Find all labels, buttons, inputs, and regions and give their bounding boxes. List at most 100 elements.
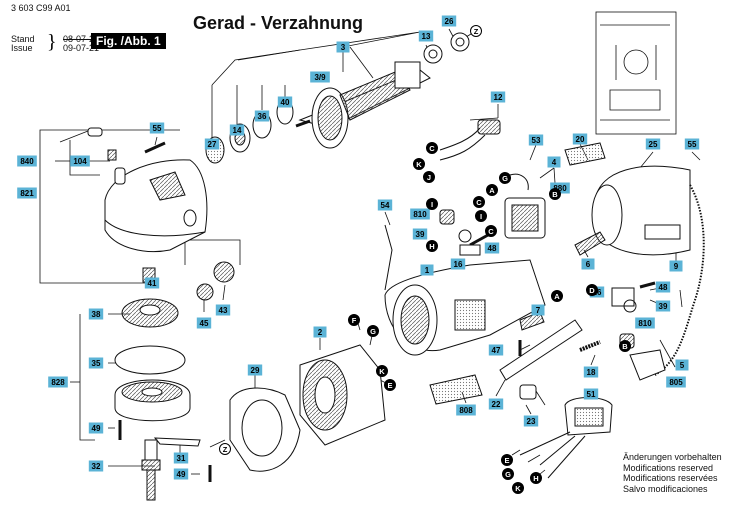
svg-text:14: 14 [233,126,242,135]
spindle-lock [87,127,103,137]
svg-text:Z: Z [223,445,228,454]
svg-text:39: 39 [659,302,668,311]
part-number-label: 41 [144,277,160,289]
plate-808 [429,374,483,405]
part-number-label: 22 [488,398,504,410]
spindle-key [153,437,201,447]
svg-text:6: 6 [586,260,591,269]
svg-text:54: 54 [381,201,390,210]
brush-39-right [623,299,637,313]
svg-text:1: 1 [425,266,430,275]
svg-text:G: G [505,470,511,479]
svg-text:47: 47 [492,346,501,355]
svg-text:G: G [502,174,508,183]
part-number-label: 36 [254,110,270,122]
bearing-flange [114,379,191,422]
part-number-label: 5 [675,359,689,371]
connection-letter: C [473,196,485,208]
part-number-label: 1 [420,264,434,276]
part-number-label: 821 [17,187,37,199]
wire-54 [384,224,393,291]
svg-text:49: 49 [177,470,186,479]
svg-text:27: 27 [208,140,217,149]
part-number-label: 3/9 [310,71,330,83]
connection-letter: I [426,198,438,210]
gear-43 [213,261,235,283]
part-number-label: 805 [666,376,686,388]
bevel-gear [121,298,179,328]
pinion-45 [196,283,214,301]
screw-48-right [639,281,656,289]
svg-text:828: 828 [51,378,65,387]
ball-bearing-b [450,32,470,52]
svg-text:E: E [387,381,392,390]
svg-text:31: 31 [177,454,186,463]
svg-text:4: 4 [552,158,557,167]
part-number-label: 38 [88,308,104,320]
connection-letter: C [485,225,497,237]
svg-text:810: 810 [413,210,427,219]
connection-letter: Z [470,25,482,37]
svg-text:39: 39 [416,230,425,239]
part-number-label: 48 [655,281,671,293]
electronics-module [519,397,613,479]
part-number-label: 828 [48,376,68,388]
svg-text:35: 35 [92,359,101,368]
brush-wire-a [439,127,481,151]
carbon-brush-set [477,119,501,135]
part-number-label: 51 [583,388,599,400]
svg-text:A: A [554,292,560,301]
part-number-label: 808 [456,404,476,416]
issue-date: 09-07-21 [63,43,100,53]
part-number-label: 810 [410,208,430,220]
screw-55 [144,141,166,154]
note-line: Modifications reserved [623,462,714,473]
part-number-label: 880 [550,182,570,194]
notes-block: Änderungen vorbehalten Modifications res… [623,452,722,494]
stand-label: Stand [11,34,35,44]
part-number-label: 3 [336,41,350,53]
part-number-label: 47 [488,344,504,356]
svg-text:36: 36 [258,112,267,121]
svg-text:808: 808 [459,406,473,415]
connection-letter: D [586,284,598,296]
part-number-label: 14 [229,124,245,136]
svg-text:840: 840 [20,157,34,166]
svg-text:2: 2 [318,328,323,337]
part-number-label: 9 [669,260,683,272]
lock-pin [114,167,126,185]
svg-text:I: I [480,212,482,221]
label-20 [564,142,606,166]
part-number-label: 32 [88,460,104,472]
gear-head-housing [104,159,208,253]
motor-housing [384,259,546,356]
part-number-label: 840 [17,155,37,167]
cable-sleeve [574,231,606,256]
connection-letter: E [384,379,396,391]
document-id: 3 603 C99 A01 [11,3,71,13]
svg-text:B: B [622,342,628,351]
note-line: Modifications reservées [623,473,718,484]
part-number-label: 48 [484,242,500,254]
part-number-label: 810 [635,317,655,329]
connection-letter: G [502,468,514,480]
part-number-label: 16 [450,258,466,270]
part-number-label: 54 [377,199,393,211]
svg-text:12: 12 [494,93,503,102]
diagram-title: Gerad - Verzahnung [193,13,364,33]
power-cord [654,184,705,376]
capacitor-810 [439,209,455,225]
svg-text:48: 48 [488,244,497,253]
spring-18 [579,340,601,352]
connection-letter: C [426,142,438,154]
svg-text:5: 5 [680,361,685,370]
part-number-label: 49 [173,468,189,480]
svg-text:J: J [427,173,431,182]
grinding-spindle [141,439,161,501]
svg-text:880: 880 [553,184,567,193]
connection-letter: A [551,290,563,302]
svg-text:I: I [431,200,433,209]
svg-text:32: 32 [92,462,101,471]
svg-text:C: C [488,227,494,236]
